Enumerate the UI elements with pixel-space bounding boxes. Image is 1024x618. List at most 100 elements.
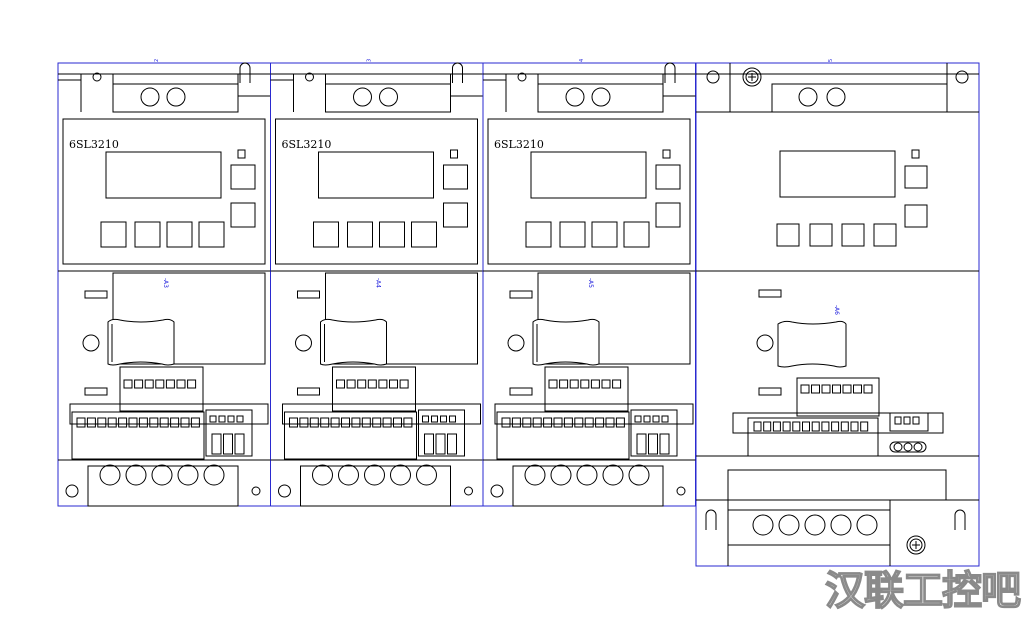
io-pin <box>643 415 651 423</box>
terminal-screw <box>351 417 361 428</box>
power-terminal <box>151 464 173 486</box>
io-pin <box>903 416 911 425</box>
side-key <box>904 204 928 228</box>
bottom-screw-head <box>909 538 923 552</box>
power-terminal <box>524 464 546 486</box>
terminal-screw <box>299 417 309 428</box>
fan-circle <box>826 87 846 107</box>
terminal-screw <box>612 379 622 389</box>
base-hole <box>676 486 686 496</box>
screw-hole <box>82 334 100 352</box>
mounting-slot <box>452 62 463 83</box>
io-plug <box>447 433 457 455</box>
base-hole <box>278 484 291 498</box>
display-window <box>530 151 647 199</box>
upper-terminal-block <box>796 377 880 417</box>
io-pin <box>236 415 244 423</box>
terminal-screw <box>863 384 873 394</box>
terminal-screw <box>320 417 330 428</box>
fan-circle <box>798 87 818 107</box>
terminal-screw <box>97 417 107 428</box>
panel-key <box>873 223 897 247</box>
panel-key <box>776 223 800 247</box>
io-pin <box>227 415 235 423</box>
terminal-screw <box>372 417 382 428</box>
terminal-screw <box>399 379 409 389</box>
terminal-screw <box>772 421 781 432</box>
terminal-screw <box>357 379 367 389</box>
status-led <box>237 149 246 159</box>
terminal-screw <box>522 417 532 428</box>
terminal-screw <box>336 379 345 389</box>
mounting-slot <box>239 62 251 83</box>
terminal-screw <box>501 417 511 428</box>
screw-hole <box>295 334 312 352</box>
screw-hole <box>756 334 774 352</box>
panel-key <box>525 221 552 248</box>
mounting-hole <box>706 70 720 84</box>
panel-key <box>100 221 127 248</box>
io-block <box>630 409 678 457</box>
fan-circle <box>353 87 372 107</box>
terminal-screw <box>853 384 862 394</box>
io-pin <box>912 416 920 425</box>
io-block <box>889 412 929 432</box>
power-terminal-strip <box>87 465 239 507</box>
terminal-screw <box>341 417 350 428</box>
terminal-screw <box>840 421 849 432</box>
power-terminal <box>125 464 147 486</box>
usb-connector <box>320 318 387 366</box>
side-key <box>443 164 468 190</box>
vent-slot <box>758 289 782 298</box>
io-pin <box>634 415 642 423</box>
top-screw-ring <box>742 67 762 87</box>
side-key <box>230 202 256 228</box>
model-label: 6SL3210 <box>69 138 119 151</box>
status-led <box>450 149 458 159</box>
rail-bar <box>69 403 269 425</box>
terminal-screw <box>574 417 584 428</box>
display-window <box>318 151 434 199</box>
io-plug-hole <box>893 442 903 452</box>
terminal-cover <box>325 272 478 365</box>
power-terminal <box>830 514 852 536</box>
power-terminal <box>99 464 121 486</box>
power-terminal <box>312 464 333 486</box>
terminal-screw <box>159 417 169 428</box>
column-number: 5 <box>828 59 834 62</box>
terminal-screw <box>615 417 625 428</box>
terminal-screw <box>149 417 159 428</box>
power-terminal-strip <box>300 465 451 507</box>
power-terminal <box>416 464 437 486</box>
panel-key <box>809 223 833 247</box>
terminal-screw <box>123 379 133 389</box>
vent-slot <box>297 387 320 396</box>
terminal-screw <box>563 417 573 428</box>
side-key <box>655 164 681 190</box>
terminal-screw <box>180 417 190 428</box>
terminal-screw <box>176 379 186 389</box>
io-plug <box>435 433 446 455</box>
base-hole <box>490 484 504 498</box>
io-pin <box>652 415 660 423</box>
usb-connector <box>777 320 847 368</box>
panel-key <box>198 221 225 248</box>
usb-connector <box>107 318 175 366</box>
status-led <box>662 149 671 159</box>
terminal-screw <box>389 379 398 389</box>
power-terminal <box>752 514 774 536</box>
io-block <box>205 409 253 457</box>
base-hole <box>251 486 261 496</box>
vent-slot <box>758 387 782 396</box>
panel-key <box>313 221 339 248</box>
terminal-screw <box>811 421 820 432</box>
status-led <box>911 149 920 159</box>
terminal-screw <box>134 379 144 389</box>
display-window <box>779 150 896 198</box>
upper-terminal-block <box>544 366 629 412</box>
panel-key <box>559 221 586 248</box>
lower-terminal-block <box>496 411 630 460</box>
terminal-screw <box>118 417 128 428</box>
device-tag: -A3 <box>162 278 169 288</box>
